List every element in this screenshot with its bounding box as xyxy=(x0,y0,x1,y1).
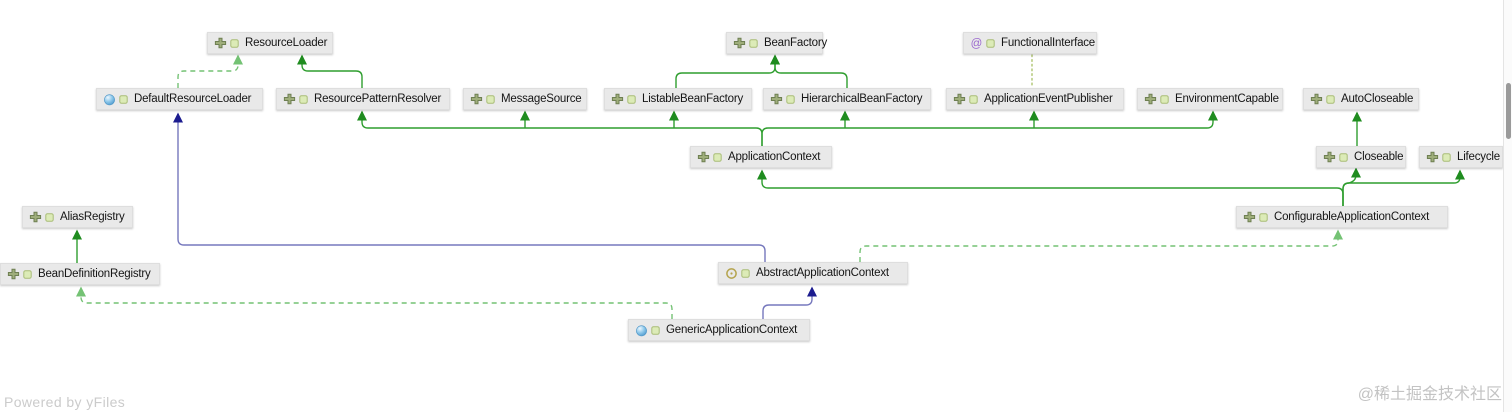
annotation-icon: @ xyxy=(970,37,983,50)
class-node-label: Lifecycle xyxy=(1457,151,1500,163)
edge-configurableApplicationContext-to-applicationContext xyxy=(757,169,1344,206)
modifier-icon xyxy=(119,94,128,104)
edge-defaultResourceLoader-to-resourceLoader xyxy=(177,54,243,88)
powered-by-yfiles-label: Powered by yFiles xyxy=(4,394,126,410)
modifier-icon xyxy=(627,94,636,104)
interface-icon xyxy=(697,151,710,164)
interface-icon xyxy=(611,93,624,106)
class-node-label: ResourceLoader xyxy=(245,37,328,49)
vertical-scrollbar-thumb[interactable] xyxy=(1506,83,1511,139)
svg-text:@: @ xyxy=(971,38,983,50)
edge-genericApplicationContext-to-beanDefinitionRegistry xyxy=(76,286,673,319)
modifier-icon xyxy=(749,38,758,48)
class-node-label: ResourcePatternResolver xyxy=(314,93,442,105)
edge-listableBeanFactory-to-beanFactory xyxy=(675,54,780,88)
class-node-functionalInterface[interactable]: @ FunctionalInterface xyxy=(963,32,1097,54)
class-node-label: DefaultResourceLoader xyxy=(134,93,252,105)
juejin-watermark: @稀土掘金技术社区 xyxy=(1357,386,1502,403)
modifier-icon xyxy=(299,94,308,104)
class-node-label: ConfigurableApplicationContext xyxy=(1274,211,1430,223)
modifier-icon xyxy=(1442,152,1451,162)
class-node-label: ListableBeanFactory xyxy=(642,93,744,105)
class-node-label: EnvironmentCapable xyxy=(1175,93,1279,105)
class-node-configurableApplicationContext[interactable]: ConfigurableApplicationContext xyxy=(1236,206,1448,228)
modifier-icon xyxy=(786,94,795,104)
class-node-messageSource[interactable]: MessageSource xyxy=(463,88,587,110)
interface-icon xyxy=(770,93,783,106)
edge-abstractApplicationContext-to-defaultResourceLoader xyxy=(173,112,766,262)
interface-icon xyxy=(29,211,42,224)
interface-icon xyxy=(1310,93,1323,106)
interface-icon xyxy=(7,268,20,281)
interface-icon xyxy=(953,93,966,106)
class-icon xyxy=(635,324,648,337)
class-node-label: GenericApplicationContext xyxy=(666,324,798,336)
interface-icon xyxy=(733,37,746,50)
interface-icon xyxy=(214,37,227,50)
modifier-icon xyxy=(741,268,750,278)
modifier-icon xyxy=(713,152,722,162)
edge-applicationContext-to-environmentCapable xyxy=(761,110,1218,146)
modifier-icon xyxy=(23,269,32,279)
interface-icon xyxy=(1323,151,1336,164)
class-node-closeable[interactable]: Closeable xyxy=(1316,146,1406,168)
class-node-autoCloseable[interactable]: AutoCloseable xyxy=(1303,88,1419,110)
interface-icon xyxy=(283,93,296,106)
modifier-icon xyxy=(1259,212,1268,222)
class-node-label: AliasRegistry xyxy=(60,211,125,223)
edge-genericApplicationContext-to-abstractApplicationContext xyxy=(762,286,817,319)
modifier-icon xyxy=(986,38,995,48)
modifier-icon xyxy=(651,325,660,335)
abstract-icon xyxy=(725,267,738,280)
class-node-label: FunctionalInterface xyxy=(1001,37,1096,49)
modifier-icon xyxy=(969,94,978,104)
modifier-icon xyxy=(1339,152,1348,162)
edge-resourcePatternResolver-to-resourceLoader xyxy=(297,54,363,88)
interface-icon xyxy=(1426,151,1439,164)
class-node-label: Closeable xyxy=(1354,151,1404,163)
class-node-beanFactory[interactable]: BeanFactory xyxy=(726,32,827,54)
class-node-resourcePatternResolver[interactable]: ResourcePatternResolver xyxy=(276,88,450,110)
interface-icon xyxy=(1144,93,1157,106)
class-node-applicationContext[interactable]: ApplicationContext xyxy=(690,146,832,168)
class-node-label: BeanDefinitionRegistry xyxy=(38,268,151,280)
class-node-beanDefinitionRegistry[interactable]: BeanDefinitionRegistry xyxy=(0,263,160,285)
class-node-label: ApplicationEventPublisher xyxy=(984,93,1113,105)
modifier-icon xyxy=(486,94,495,104)
vertical-scrollbar-track[interactable] xyxy=(1503,0,1512,412)
class-node-abstractApplicationContext[interactable]: AbstractApplicationContext xyxy=(718,262,908,284)
class-node-environmentCapable[interactable]: EnvironmentCapable xyxy=(1137,88,1283,110)
class-node-label: MessageSource xyxy=(501,93,582,105)
class-node-label: AutoCloseable xyxy=(1341,93,1414,105)
edge-configurableApplicationContext-to-closeable xyxy=(1342,167,1361,206)
class-node-applicationEventPublisher[interactable]: ApplicationEventPublisher xyxy=(946,88,1124,110)
modifier-icon xyxy=(1160,94,1169,104)
class-node-listableBeanFactory[interactable]: ListableBeanFactory xyxy=(604,88,752,110)
interface-icon xyxy=(470,93,483,106)
modifier-icon xyxy=(1326,94,1335,104)
class-node-hierarchicalBeanFactory[interactable]: HierarchicalBeanFactory xyxy=(763,88,931,110)
edge-abstractApplicationContext-to-configurableApplicationContext xyxy=(859,229,1343,262)
class-node-resourceLoader[interactable]: ResourceLoader xyxy=(207,32,333,54)
class-node-aliasRegistry[interactable]: AliasRegistry xyxy=(22,206,133,228)
edge-applicationContext-to-resourcePatternResolver xyxy=(357,110,763,146)
class-node-label: AbstractApplicationContext xyxy=(756,267,889,279)
class-node-label: BeanFactory xyxy=(764,37,827,49)
class-node-defaultResourceLoader[interactable]: DefaultResourceLoader xyxy=(96,88,263,110)
class-node-genericApplicationContext[interactable]: GenericApplicationContext xyxy=(628,319,810,341)
edge-hierarchicalBeanFactory-to-beanFactory xyxy=(770,54,848,88)
interface-icon xyxy=(1243,211,1256,224)
edge-configurableApplicationContext-to-lifecycle xyxy=(1342,169,1465,206)
modifier-icon xyxy=(45,212,54,222)
class-icon xyxy=(103,93,116,106)
modifier-icon xyxy=(230,38,239,48)
class-node-lifecycle[interactable]: Lifecycle xyxy=(1419,146,1503,168)
class-node-label: ApplicationContext xyxy=(728,151,821,163)
class-node-label: HierarchicalBeanFactory xyxy=(801,93,923,105)
